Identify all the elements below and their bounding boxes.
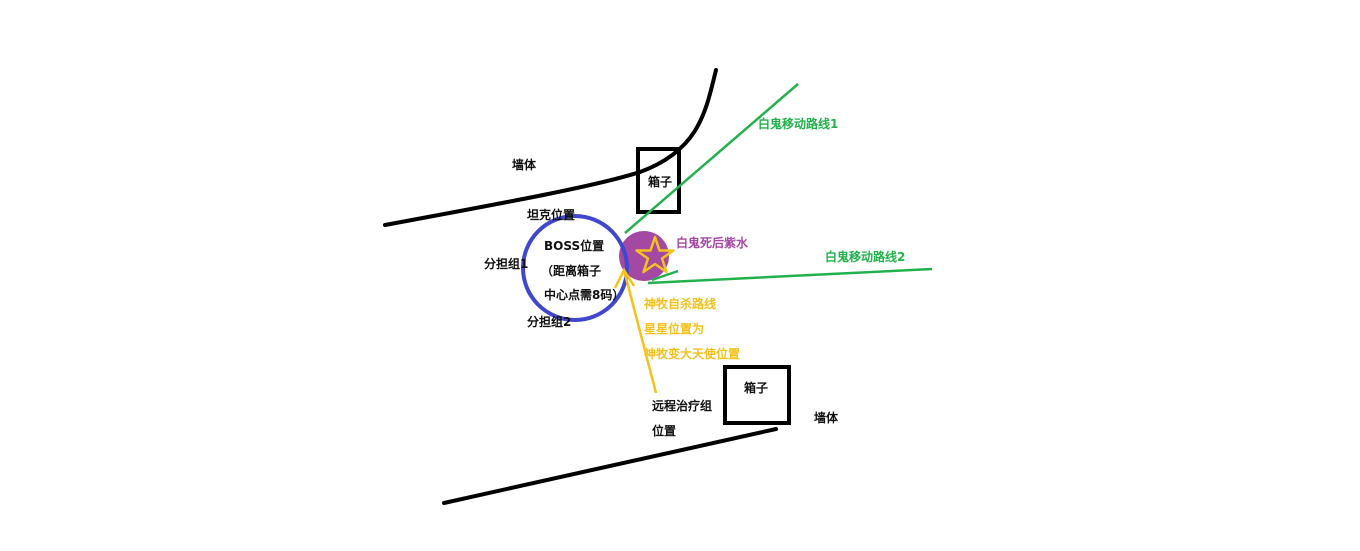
ranged-heal-position-label: 位置	[652, 424, 677, 438]
ghost-route-2-tail	[651, 269, 679, 282]
ghost-route-1-label: 白鬼移动路线1	[758, 117, 839, 131]
wall-bottom-label: 墙体	[814, 411, 839, 425]
ranged-heal-label: 远程治疗组	[652, 399, 713, 413]
wall-top-label: 墙体	[512, 158, 537, 172]
tank-position-label: 坦克位置	[527, 208, 576, 222]
ghost-purple-label: 白鬼死后紫水	[676, 236, 749, 250]
box-top-label: 箱子	[648, 175, 673, 189]
split-group-2-label: 分担组2	[527, 315, 572, 329]
boss-circle	[521, 214, 629, 322]
ghost-route-2-line	[647, 267, 933, 285]
priest-route-line	[622, 269, 658, 394]
ghost-route-2-label: 白鬼移动路线2	[825, 250, 906, 264]
split-group-1-label: 分担组1	[484, 257, 529, 271]
star-position-label: 星星位置为	[644, 322, 705, 336]
archangel-position-label: 神牧变大天使位置	[644, 347, 741, 361]
box-bottom-label: 箱子	[744, 381, 769, 395]
ghost-route-1-line	[624, 83, 799, 234]
wall-bottom-line	[442, 427, 778, 505]
boss-requirement-label: 中心点需8码）	[544, 288, 625, 302]
star-icon	[635, 235, 675, 274]
box-bottom-rect	[723, 365, 791, 425]
priest-route-label: 神牧自杀路线	[644, 297, 717, 311]
boss-distance-label: （距离箱子	[541, 264, 602, 278]
boss-position-label: BOSS位置	[544, 239, 605, 253]
priest-route-arrowhead	[613, 267, 636, 289]
wall-top-line	[383, 68, 718, 227]
box-top-rect	[636, 147, 681, 214]
